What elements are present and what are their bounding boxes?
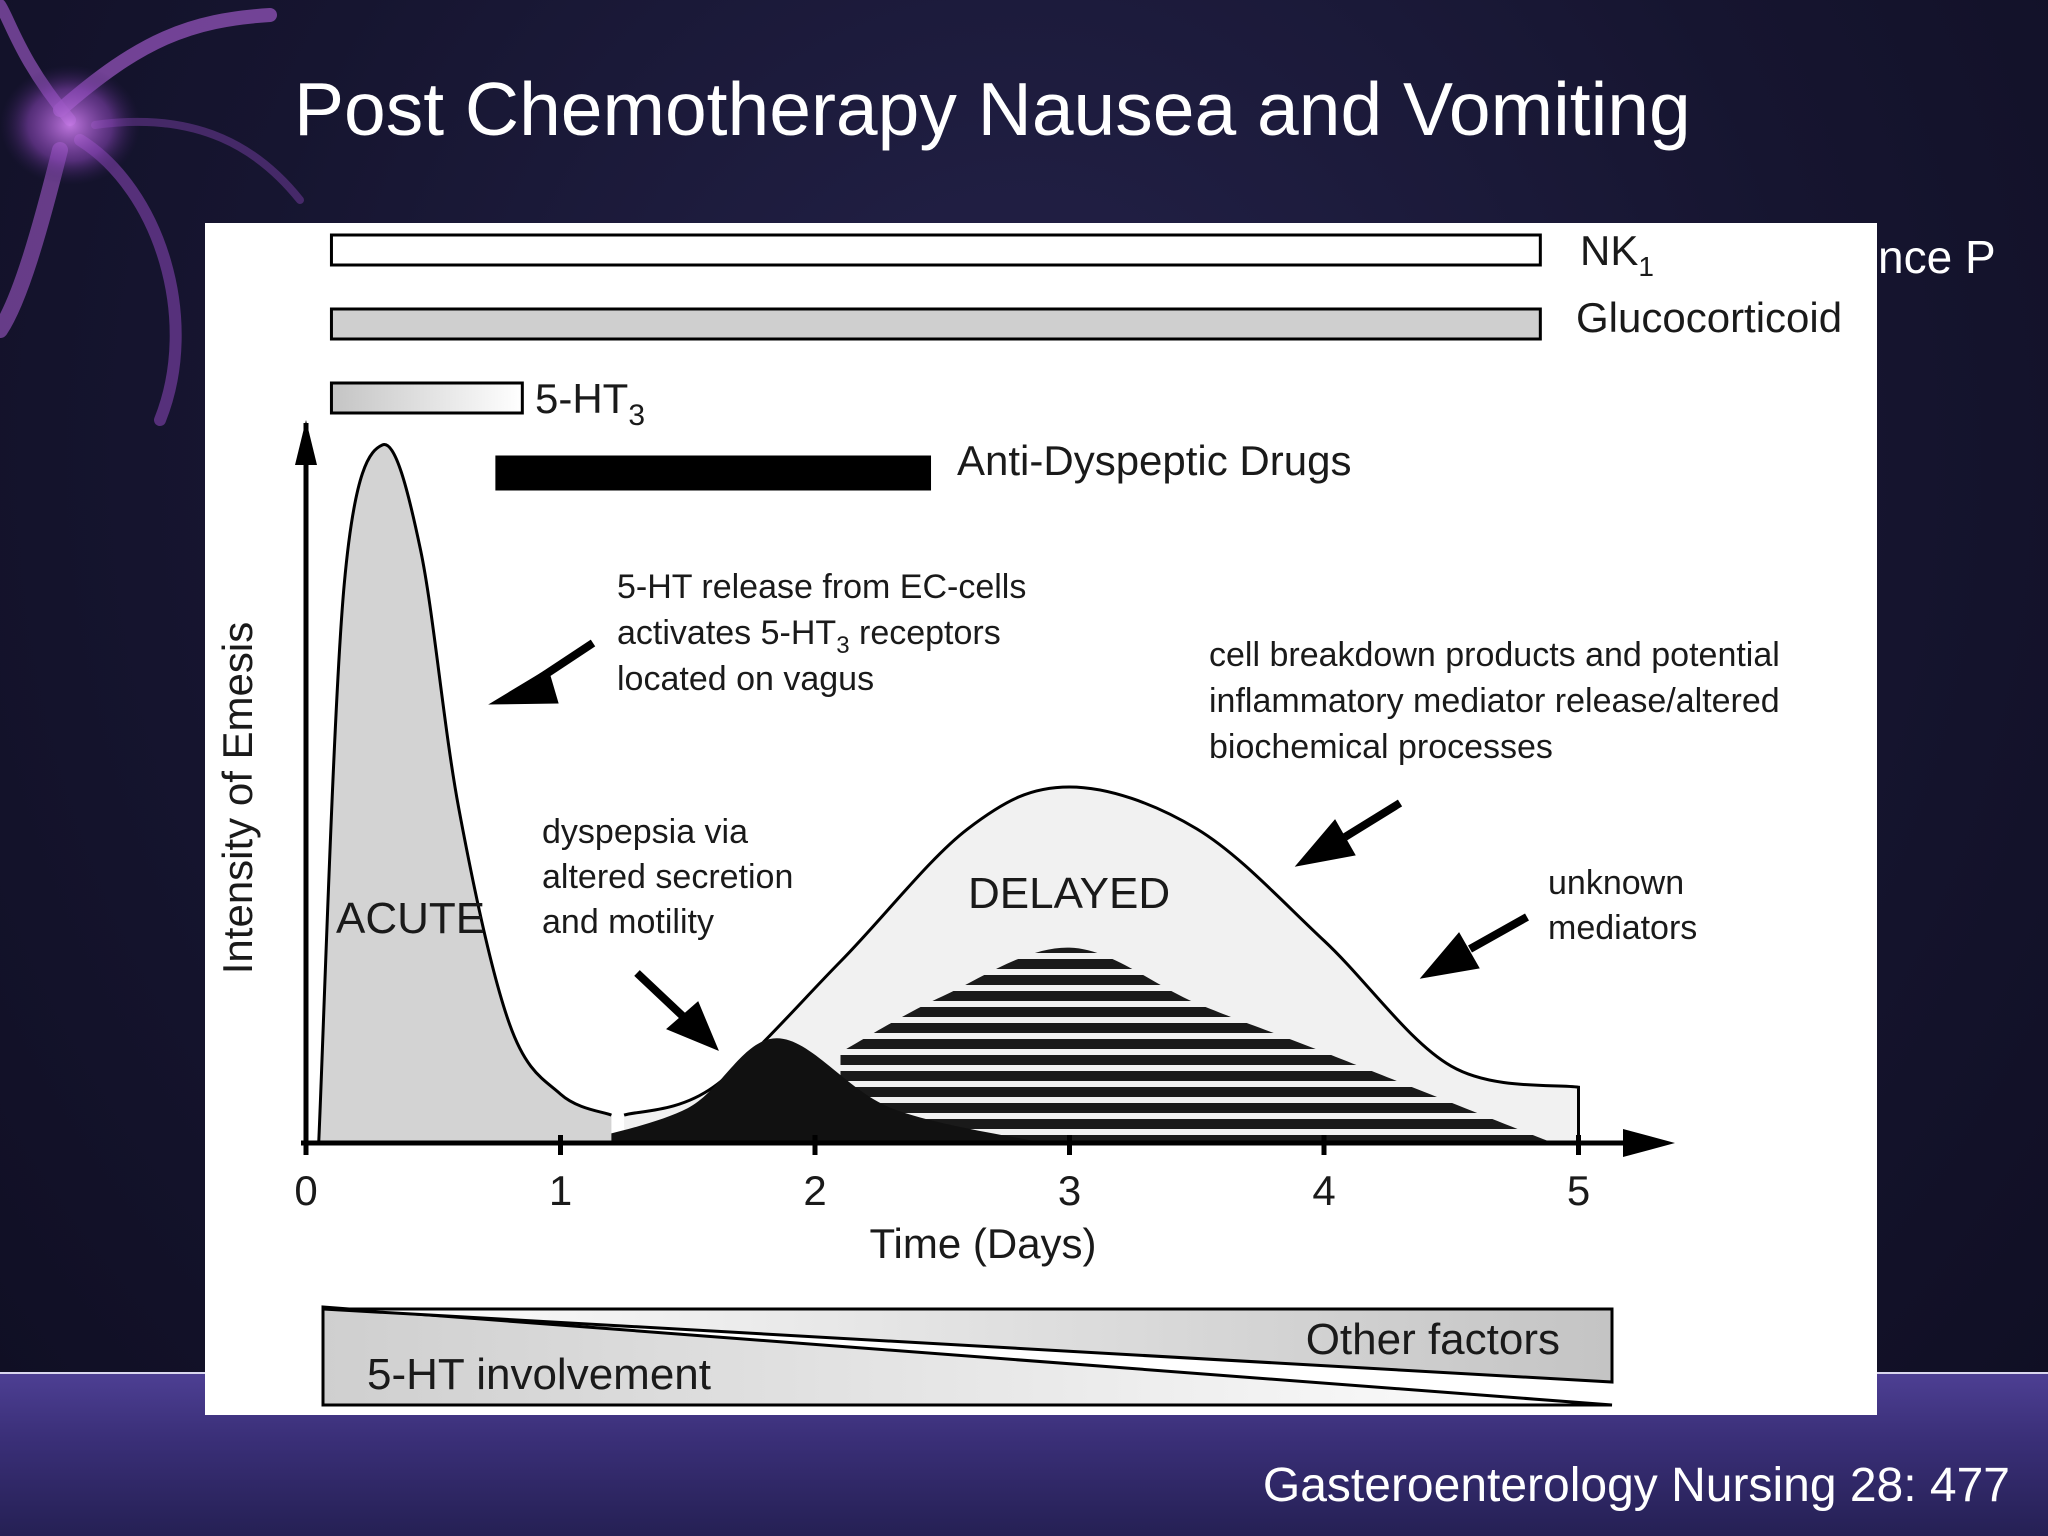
svg-text:activates 5-HT3 receptors: activates 5-HT3 receptors: [617, 614, 1001, 659]
arrow-head-unknown: [1419, 932, 1480, 979]
svg-text:5-HT release from EC-cells: 5-HT release from EC-cells: [617, 568, 1026, 606]
svg-text:cell breakdown products and po: cell breakdown products and potential: [1209, 636, 1780, 674]
svg-text:and motility: and motility: [542, 903, 714, 941]
x-tick-label: 1: [549, 1167, 572, 1214]
drug-bar-nk1: [329, 233, 1542, 267]
arrow-unknown: [1468, 913, 1529, 953]
acute-curve: [317, 443, 612, 1141]
drug-bars: [329, 233, 1542, 491]
x-tick-label: 5: [1567, 1167, 1590, 1214]
svg-text:biochemical processes: biochemical processes: [1209, 728, 1553, 766]
x-ticks: 0 1 2 3 4 5: [294, 1135, 1590, 1214]
label-other-factors: Other factors: [1306, 1315, 1560, 1364]
dyspepsia-area: [580, 1038, 1035, 1141]
drug-bar-anti-dyspeptic-drugs: [495, 455, 932, 491]
annotation-unknown: unknown mediators: [1548, 864, 1697, 947]
drug-label-antidyspeptic: Anti-Dyspeptic Drugs: [957, 437, 1351, 484]
delayed-curve: [623, 785, 1580, 1141]
x-axis-label: Time (Days): [869, 1220, 1096, 1267]
citation: Gasteroenterology Nursing 28: 477: [1262, 1459, 2010, 1512]
annotation-delayed: cell breakdown products and potential in…: [1209, 636, 1780, 766]
label-acute: ACUTE: [336, 894, 485, 943]
wedge-5ht-involvement: [321, 1305, 1613, 1407]
x-tick-label: 2: [803, 1167, 826, 1214]
annotation-acute: 5-HT release from EC-cells activates 5-H…: [617, 568, 1026, 698]
emesis-chart: NK1 Glucocorticoid 5-HT3 Anti-Dyspeptic …: [205, 223, 1877, 1415]
svg-text:altered secretion: altered secretion: [542, 858, 793, 896]
emesis-curves: [317, 443, 1580, 1141]
wedge-other-factors: [322, 1307, 1614, 1384]
svg-text:mediators: mediators: [1548, 909, 1697, 947]
svg-text:inflammatory mediator release/: inflammatory mediator release/altered: [1209, 682, 1780, 720]
svg-text:dyspepsia via: dyspepsia via: [542, 813, 748, 851]
label-5ht-involvement: 5-HT involvement: [367, 1350, 711, 1399]
drug-bar-5-ht3: [329, 381, 524, 415]
acute-area: [318, 444, 612, 1141]
x-tick-label: 0: [294, 1167, 317, 1214]
arrow-head-acute: [488, 668, 559, 705]
drug-bar-glucocorticoid: [329, 307, 1542, 341]
axes: [301, 423, 1635, 1146]
y-axis-label: Intensity of Emesis: [214, 622, 261, 974]
annotation-arrows: [488, 639, 1529, 1051]
svg-text:located on vagus: located on vagus: [617, 660, 874, 698]
arrow-head-dyspepsia: [666, 1001, 719, 1051]
neuron-decoration: [0, 0, 304, 426]
x-tick-label: 3: [1058, 1167, 1081, 1214]
drug-label-nk1: NK1: [1580, 227, 1654, 282]
arrow-delayed: [1342, 799, 1403, 841]
annotation-dyspepsia: dyspepsia via altered secretion and moti…: [542, 813, 793, 941]
svg-text:unknown: unknown: [1548, 864, 1684, 902]
x-axis-arrow: [1623, 1129, 1675, 1157]
slide-title: Post Chemotherapy Nausea and Vomiting: [294, 67, 1691, 151]
label-delayed: DELAYED: [968, 869, 1170, 918]
involvement-wedges: [321, 1305, 1614, 1407]
side-text-fragment: nce P: [1878, 231, 1996, 283]
x-tick-label: 4: [1312, 1167, 1335, 1214]
y-axis-arrow: [295, 420, 317, 465]
arrow-head-delayed: [1294, 819, 1356, 867]
arrow-dyspepsia: [634, 970, 693, 1026]
delayed-hatched-area: [840, 947, 1549, 1141]
drug-label-glucocorticoid: Glucocorticoid: [1576, 294, 1842, 341]
drug-label-5ht3: 5-HT3: [535, 375, 645, 432]
